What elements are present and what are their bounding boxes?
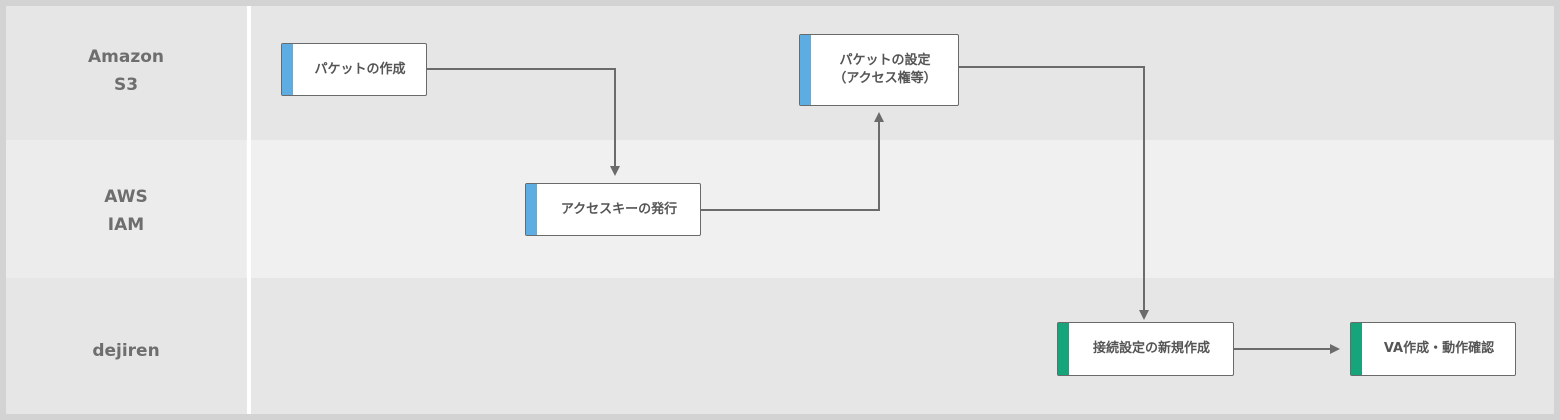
lane-label-aws-iam: AWS IAM [104, 187, 148, 235]
node-va-create-verify[interactable]: VA作成・動作確認 [1350, 322, 1516, 376]
edge-settings-to-connection [959, 66, 1149, 320]
edge-create-to-issue [427, 68, 620, 176]
node-label: VA作成・動作確認 [1383, 341, 1495, 356]
lane-label-amazon-s3: Amazon S3 [87, 47, 165, 95]
lane-amazon-s3 [6, 6, 1554, 140]
lane-dejiren [6, 278, 1554, 414]
node-create-bucket[interactable]: パケットの作成 [281, 43, 427, 96]
node-accent-bar [526, 184, 537, 235]
node-label: 接続設定の新規作成 [1092, 341, 1210, 356]
node-new-connection[interactable]: 接続設定の新規作成 [1057, 322, 1234, 376]
node-accent-bar [1351, 323, 1362, 375]
node-accent-bar [282, 44, 293, 95]
lane-divider [247, 6, 251, 414]
lane-header-strip [6, 140, 246, 278]
edge-issue-to-settings [700, 112, 884, 211]
node-label: パケットの設定 （アクセス権等） [833, 53, 937, 86]
node-accent-bar [800, 35, 811, 105]
node-label: アクセスキーの発行 [560, 201, 678, 217]
node-issue-access-key[interactable]: アクセスキーの発行 [525, 183, 701, 236]
lane-label-dejiren: dejiren [92, 341, 160, 361]
node-label: パケットの作成 [314, 61, 406, 77]
node-accent-bar [1058, 323, 1069, 375]
node-bucket-settings[interactable]: パケットの設定 （アクセス権等） [799, 34, 959, 106]
